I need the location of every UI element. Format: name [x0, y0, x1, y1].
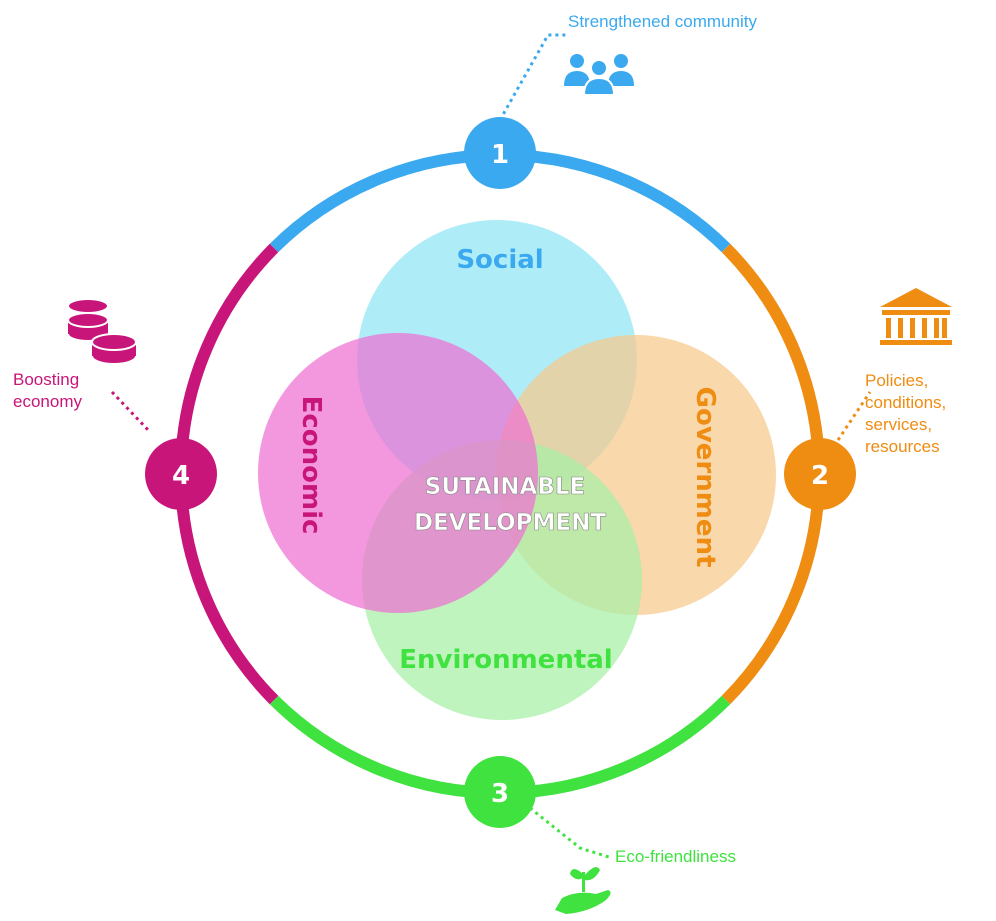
marker-4-number: 4 [172, 461, 190, 491]
annotation-2-line-1: Policies, [865, 371, 929, 390]
government-building-icon [880, 288, 952, 345]
marker-4: 4 [145, 438, 217, 510]
connector-4 [110, 390, 152, 434]
circle-label-environmental: Environmental [399, 645, 612, 675]
connectors [110, 33, 872, 860]
annotation-2-line-4: resources [865, 437, 940, 456]
plant-in-hand-icon [555, 867, 611, 914]
annotation-3-line: Eco-friendliness [615, 847, 736, 866]
circle-economic [258, 333, 538, 613]
marker-1-number: 1 [491, 140, 509, 170]
venn-circles [258, 220, 776, 720]
annotation-4-line-1: Boosting [13, 370, 80, 389]
connector-1 [498, 33, 566, 121]
marker-2: 2 [784, 438, 856, 510]
annotation-2-line-3: services, [865, 415, 933, 434]
annotation-strengthened-community: Strengthened community [568, 11, 757, 33]
connector-2 [836, 391, 872, 441]
circle-label-government: Government [690, 387, 720, 568]
annotation-4-line-2: economy [13, 392, 82, 411]
center-label-line2: DEVELOPMENT [414, 510, 606, 536]
community-people-icon [564, 54, 634, 96]
annotation-eco-friendliness: Eco-friendliness [615, 846, 736, 868]
connector-3 [529, 806, 613, 860]
annotation-policies: Policies, conditions, services, resource… [865, 370, 946, 458]
annotation-boosting-economy: Boosting economy [13, 369, 82, 413]
marker-3-number: 3 [491, 779, 509, 809]
marker-3: 3 [464, 756, 536, 828]
circle-label-economic: Economic [296, 396, 326, 535]
marker-1: 1 [464, 117, 536, 189]
marker-2-number: 2 [811, 461, 829, 491]
annotation-2-line-2: conditions, [865, 393, 947, 412]
circle-label-social: Social [456, 245, 543, 275]
coins-icon [67, 298, 137, 365]
annotation-1-line: Strengthened community [568, 12, 757, 31]
center-label-line1: SUTAINABLE [425, 474, 585, 500]
